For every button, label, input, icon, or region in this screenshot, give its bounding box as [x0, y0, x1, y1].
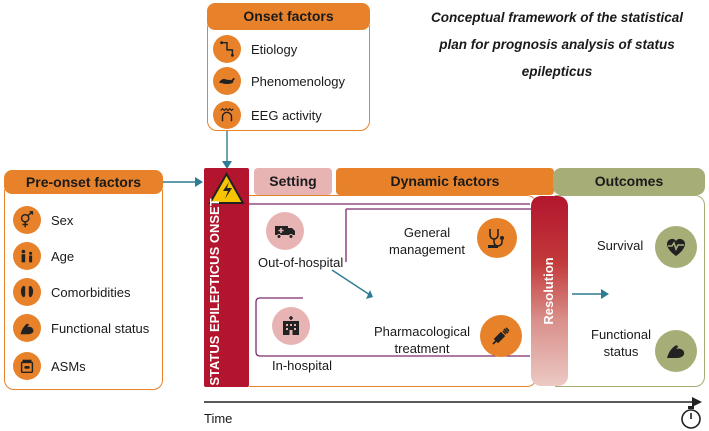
pre-onset-item-sex: Sex — [13, 206, 73, 234]
pre-onset-to-se-arrow — [163, 177, 203, 187]
functional-status-outcome-label: Functional status — [591, 327, 651, 359]
phenomenology-icon — [213, 67, 241, 95]
survival-label: Survival — [597, 238, 644, 253]
setting-header: Setting — [254, 168, 332, 195]
title-line-3: epilepticus — [521, 64, 593, 79]
title-line-1: Conceptual framework of the statistical — [430, 10, 684, 25]
se-onset-bar — [204, 168, 249, 387]
eeg-head-icon — [213, 101, 241, 129]
warning-lightning-icon — [208, 172, 245, 204]
pill-bottle-icon — [13, 352, 41, 380]
general-management-label: General management — [389, 225, 465, 257]
onset-item-label: EEG activity — [251, 107, 322, 123]
pre-onset-label: Functional status — [51, 320, 150, 336]
pre-onset-label: ASMs — [51, 358, 86, 374]
figure-title: Conceptual framework of the statistical … — [412, 4, 702, 85]
in-hospital-label: In-hospital — [272, 358, 332, 373]
pre-onset-item-asms: ASMs — [13, 352, 86, 380]
organs-icon — [13, 278, 41, 306]
ambulance-icon — [266, 212, 304, 250]
pre-onset-item-age: Age — [13, 242, 74, 270]
onset-factors-header: Onset factors — [207, 3, 370, 30]
time-axis — [204, 397, 702, 407]
setting-bracket-lines — [249, 203, 531, 357]
gender-icon — [13, 206, 41, 234]
title-line-2: plan for prognosis analysis of status — [439, 37, 675, 52]
pre-onset-label: Sex — [51, 212, 74, 228]
pre-onset-label: Comorbidities — [51, 284, 131, 300]
onset-item-phenomenology: Phenomenology — [213, 67, 345, 95]
etiology-icon — [213, 35, 241, 63]
age-group-icon — [13, 242, 41, 270]
pre-onset-item-comorbidities: Comorbidities — [13, 278, 130, 306]
hospital-icon — [272, 307, 310, 345]
setting-to-treatment-arrow — [331, 269, 373, 299]
onset-item-label: Phenomenology — [251, 73, 345, 89]
resolution-bar — [531, 196, 568, 386]
se-onset-label: STATUS EPILEPTICUS ONSET — [207, 198, 222, 386]
heart-pulse-icon — [655, 226, 697, 268]
resolution-to-outcomes-arrow — [572, 289, 609, 299]
onset-item-eeg: EEG activity — [213, 101, 322, 129]
onset-to-se-arrow — [222, 131, 232, 169]
pre-onset-header: Pre-onset factors — [4, 170, 163, 194]
arm-icon — [13, 314, 41, 342]
time-label: Time — [204, 411, 233, 426]
dynamic-factors-header: Dynamic factors — [336, 168, 554, 195]
pharmacological-treatment-label: Pharmacological treatment — [373, 324, 471, 356]
pre-onset-label: Age — [51, 248, 75, 264]
resolution-label: Resolution — [541, 257, 556, 325]
pre-onset-item-functional-status: Functional status — [13, 314, 149, 342]
syringe-icon — [480, 315, 522, 357]
outcomes-header: Outcomes — [553, 168, 705, 195]
out-of-hospital-label: Out-of-hospital — [258, 255, 344, 270]
stopwatch-icon — [681, 406, 701, 429]
onset-item-label: Etiology — [251, 41, 298, 57]
flexed-arm-icon — [655, 330, 697, 372]
onset-item-etiology: Etiology — [213, 35, 297, 63]
doctor-stethoscope-icon — [477, 218, 517, 258]
